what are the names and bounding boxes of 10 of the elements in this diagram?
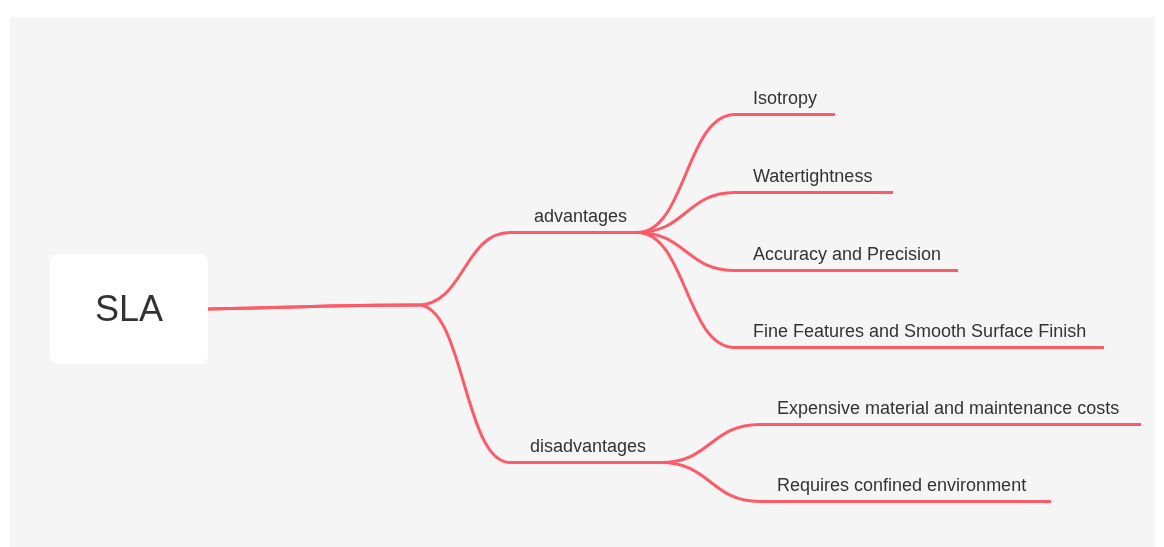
branch-topic: Isotropy xyxy=(735,78,835,116)
branch-topic: Accuracy and Precision xyxy=(735,234,958,272)
branch-topic: Watertightness xyxy=(735,156,893,194)
branch-topic: disadvantages xyxy=(510,424,666,464)
branch-topic: Fine Features and Smooth Surface Finish xyxy=(735,311,1104,349)
branch-topic: Expensive material and maintenance costs xyxy=(760,388,1141,426)
branch-line xyxy=(206,303,512,464)
branch-topic: Requires confined environment xyxy=(760,465,1051,503)
topic-box: SLA xyxy=(50,254,208,364)
branch-topic: advantages xyxy=(510,194,642,234)
